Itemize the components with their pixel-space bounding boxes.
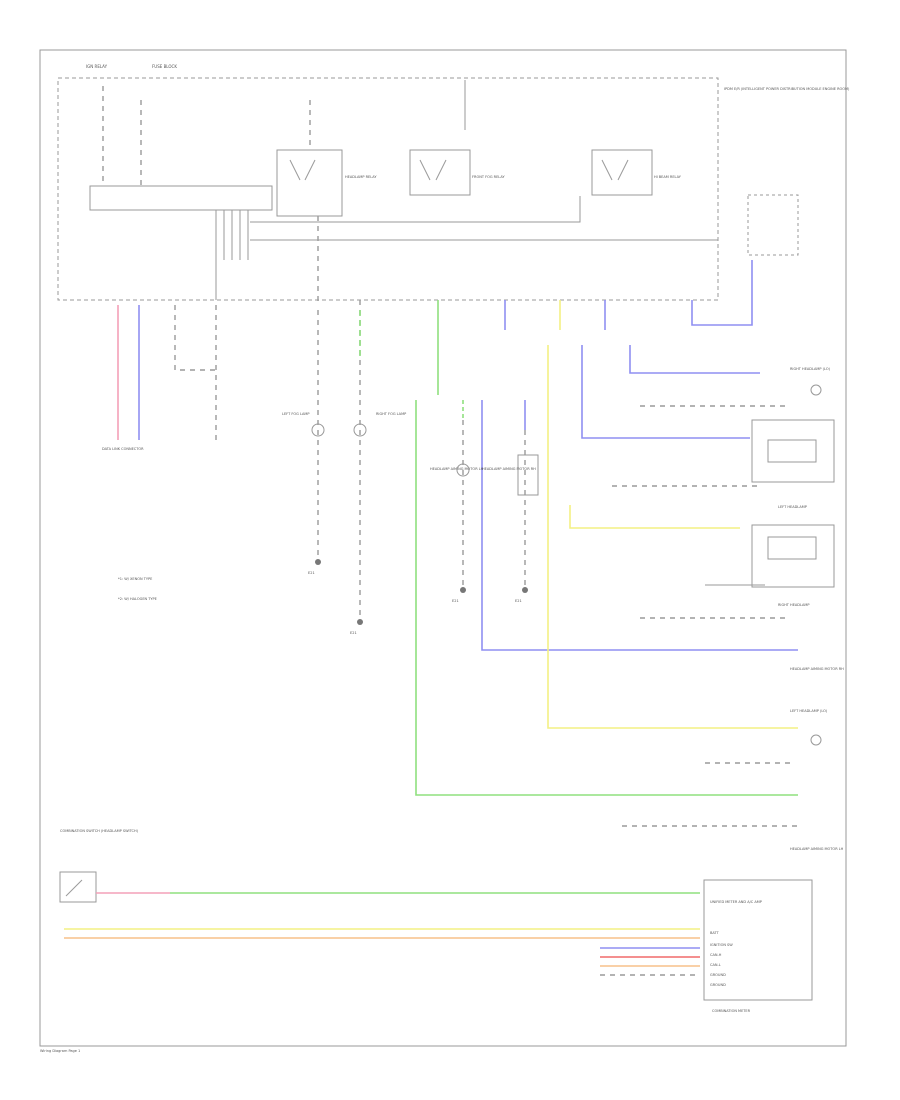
ipdm-box	[57, 77, 719, 301]
aiming-r-label: HEADLAMP AIMING MOTOR RH	[790, 667, 844, 671]
ground-3: E21	[515, 587, 528, 603]
right-fuse-box	[747, 194, 799, 256]
svg-text:GROUND: GROUND	[710, 983, 726, 987]
svg-text:RIGHT HEADLAMP: RIGHT HEADLAMP	[778, 603, 810, 607]
hi-beam-relay: HI BEAM RELAY	[591, 149, 682, 196]
right-headlamp-lo-block: RIGHT HEADLAMP (LO)	[790, 367, 831, 396]
svg-text:CAN-H: CAN-H	[710, 953, 722, 957]
svg-text:GROUND: GROUND	[710, 973, 726, 977]
page-id: Wiring Diagram Page 1	[40, 1049, 80, 1053]
combination-switch: COMBINATION SWITCH (HEADLAMP SWITCH)	[59, 829, 139, 903]
svg-text:E21: E21	[350, 631, 357, 635]
legend-line-2: *2: W/ HALOGEN TYPE	[118, 597, 157, 601]
svg-text:COMBINATION SWITCH (HEADLAMP S: COMBINATION SWITCH (HEADLAMP SWITCH)	[60, 829, 139, 833]
svg-text:BATT: BATT	[710, 931, 720, 935]
headlamp-relay: HEADLAMP RELAY	[276, 149, 377, 217]
combination-meter: UNIFIED METER AND A/C AMP BATT IGNITION …	[703, 879, 813, 1013]
left-headlamp-lo-block: LEFT HEADLAMP (LO)	[790, 709, 828, 746]
svg-text:FRONT FOG RELAY: FRONT FOG RELAY	[472, 175, 505, 179]
aiming-l-label: HEADLAMP AIMING MOTOR LH	[790, 847, 844, 851]
svg-text:E21: E21	[452, 599, 459, 603]
page-frame	[39, 49, 847, 1047]
ign-relay-label: IGN RELAY	[86, 64, 108, 69]
svg-text:IGNITION SW: IGNITION SW	[710, 943, 733, 947]
svg-text:E21: E21	[308, 571, 315, 575]
ground-4: E21	[350, 619, 363, 635]
svg-text:E21: E21	[515, 599, 522, 603]
legend-line-1: *1: W/ XENON TYPE	[118, 577, 152, 581]
left-headlamp-connector: LEFT HEADLAMP	[751, 419, 835, 509]
svg-text:LEFT HEADLAMP: LEFT HEADLAMP	[778, 505, 807, 509]
svg-text:HEADLAMP RELAY: HEADLAMP RELAY	[345, 175, 377, 179]
aiming-right-label: HEADLAMP AIMING MOTOR RH	[482, 467, 536, 471]
svg-text:UNIFIED METER AND A/C AMP: UNIFIED METER AND A/C AMP	[710, 900, 762, 904]
ipdm-label: IPDM E/R (INTELLIGENT POWER DISTRIBUTION…	[724, 87, 850, 91]
fog-left-label: LEFT FOG LAMP	[282, 412, 310, 416]
fog-right-label: RIGHT FOG LAMP	[376, 412, 406, 416]
ground-1: E21	[308, 559, 321, 575]
svg-text:COMBINATION METER: COMBINATION METER	[712, 1009, 751, 1013]
relay-frame	[89, 185, 273, 211]
front-fog-relay: FRONT FOG RELAY	[409, 149, 505, 196]
svg-text:CAN-L: CAN-L	[710, 963, 721, 967]
svg-text:HI BEAM RELAY: HI BEAM RELAY	[654, 175, 682, 179]
fuse-block-label: FUSE BLOCK	[152, 64, 177, 69]
svg-text:LEFT HEADLAMP (LO): LEFT HEADLAMP (LO)	[790, 709, 828, 713]
data-link-label: DATA LINK CONNECTOR	[102, 447, 144, 451]
ground-2: E21	[452, 587, 466, 603]
right-headlamp-connector: RIGHT HEADLAMP	[751, 524, 835, 607]
svg-text:RIGHT HEADLAMP (LO): RIGHT HEADLAMP (LO)	[790, 367, 831, 371]
